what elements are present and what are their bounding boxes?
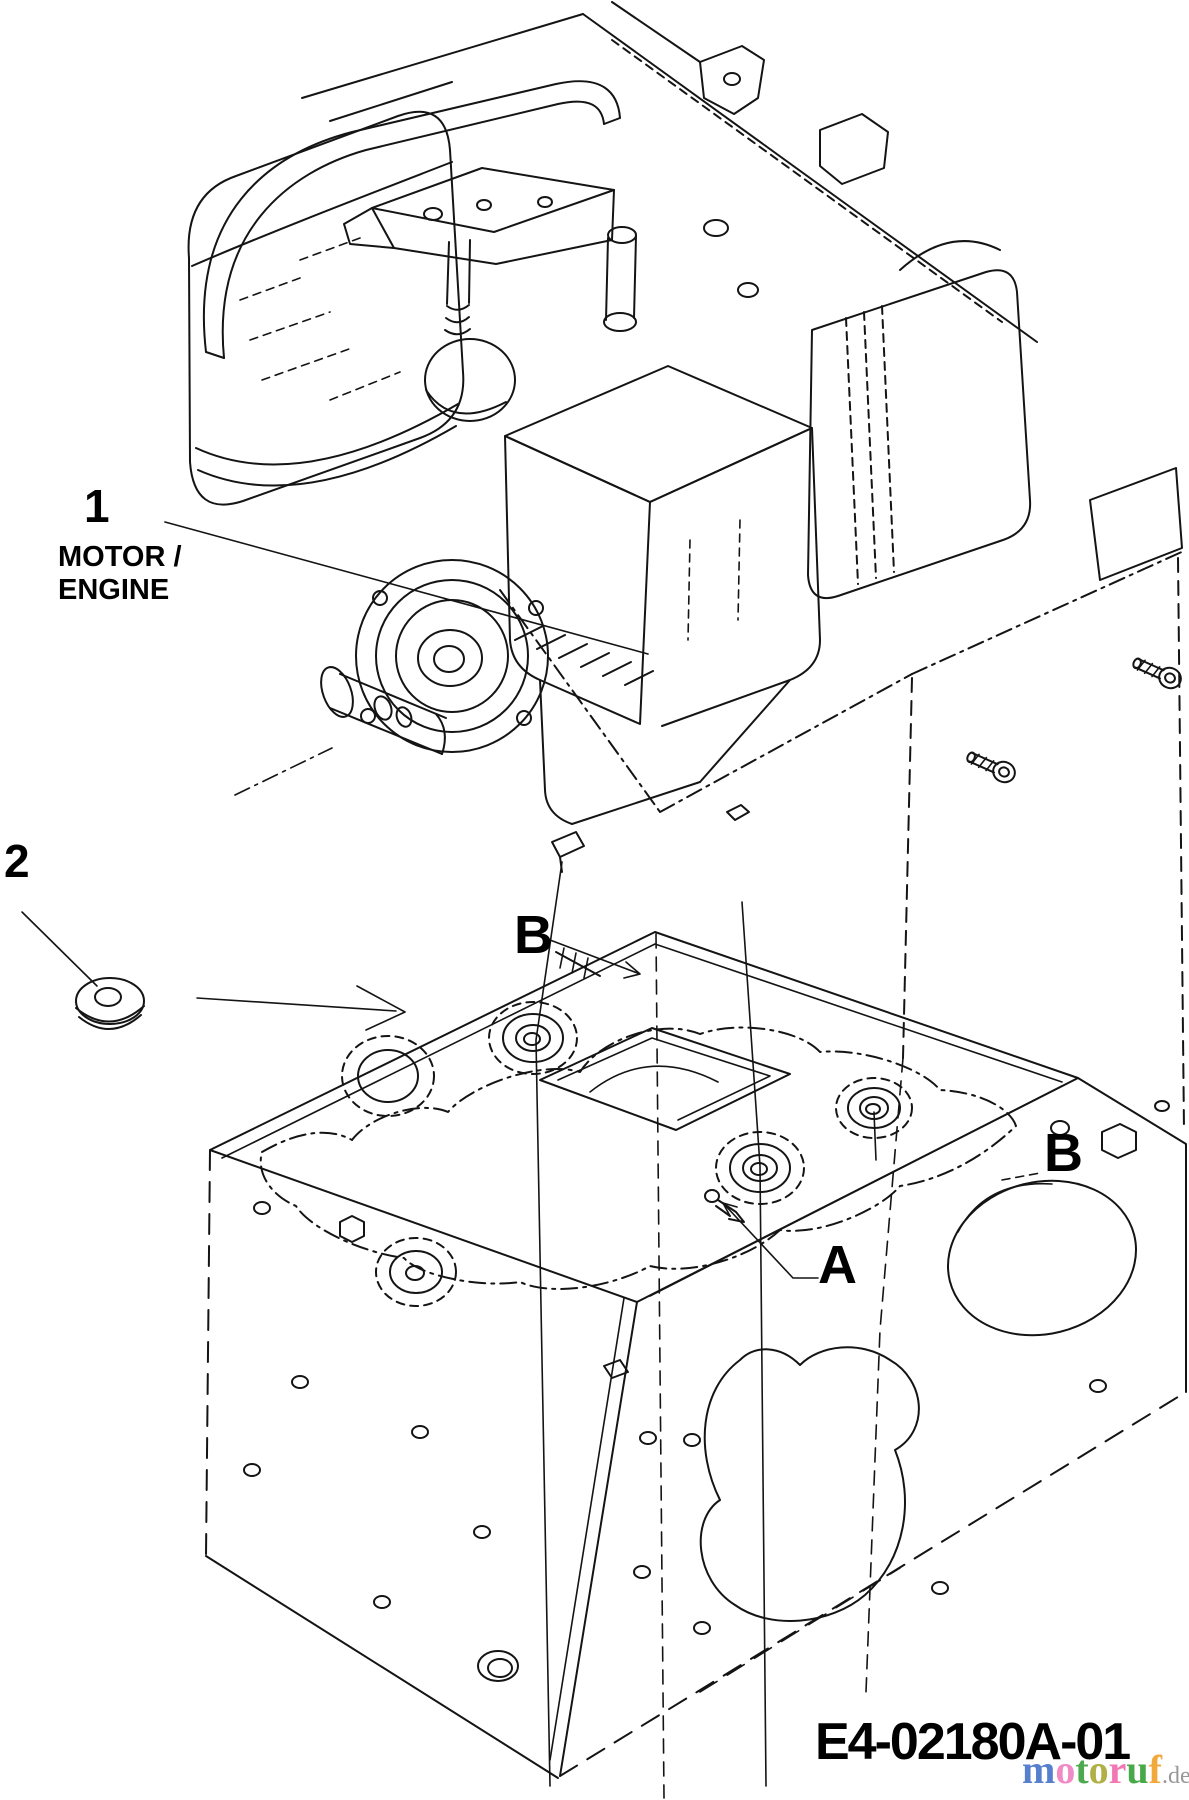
- callout-1-number: 1: [84, 480, 110, 532]
- callout-1-line2: ENGINE: [58, 574, 170, 606]
- frame-right-panel: [559, 1123, 1187, 1777]
- watermark-letter: o: [1055, 1747, 1076, 1792]
- watermark-letter: o: [1088, 1747, 1109, 1792]
- upper-bracket: [699, 45, 889, 185]
- watermark-letter: f: [1148, 1747, 1162, 1792]
- fuel-tank: [187, 110, 465, 506]
- watermark-letter: u: [1126, 1747, 1149, 1792]
- watermark-letter: r: [1108, 1747, 1127, 1792]
- watermark-letter: t: [1075, 1747, 1089, 1792]
- muffler-housing: [807, 240, 1183, 600]
- stud-drop-lines: [535, 861, 904, 1799]
- watermark: motoruf.de: [1022, 1750, 1189, 1790]
- watermark-suffix: .de: [1162, 1763, 1189, 1789]
- callout-leaders: [21, 521, 1041, 1279]
- mount-stud-a: [704, 1189, 745, 1223]
- crankshaft: [320, 666, 601, 979]
- callout-2-number: 2: [4, 835, 30, 887]
- frame-top-face: [209, 931, 1187, 1393]
- pumpkin-mount: [375, 1237, 457, 1307]
- dipstick-cap: [424, 239, 516, 422]
- crankcase: [234, 559, 549, 796]
- ref-letter-a-frame: A: [818, 1235, 857, 1295]
- oil-fill-tube: [603, 219, 759, 332]
- cooling-fins: [514, 625, 654, 686]
- rubber-mount-1: [488, 1001, 578, 1075]
- watermark-letter: m: [1022, 1747, 1056, 1792]
- tank-strap: [202, 80, 621, 359]
- ref-letter-b-engine: B: [514, 905, 553, 965]
- mounting-bracket: [343, 167, 615, 265]
- ref-letter-b-frame: B: [1044, 1123, 1083, 1183]
- callout-1-line1: MOTOR /: [58, 541, 182, 573]
- frame-left-panel: [205, 1149, 638, 1779]
- callout-1-text: MOTOR /ENGINE: [58, 541, 182, 607]
- rubber-mount-2: [715, 1131, 805, 1205]
- rubber-mount-3: [835, 1077, 913, 1161]
- mounting-plate-outline: [499, 549, 1187, 1131]
- washer: [75, 977, 145, 1030]
- watermark-letters: motoruf: [1022, 1747, 1162, 1792]
- bolt-lower: [966, 751, 1016, 784]
- part-number: E4-02180A-01: [815, 1713, 1131, 1771]
- top-frame-rails: [301, 1, 1038, 343]
- engine-block: [504, 365, 821, 873]
- bolt-upper: [1132, 657, 1182, 690]
